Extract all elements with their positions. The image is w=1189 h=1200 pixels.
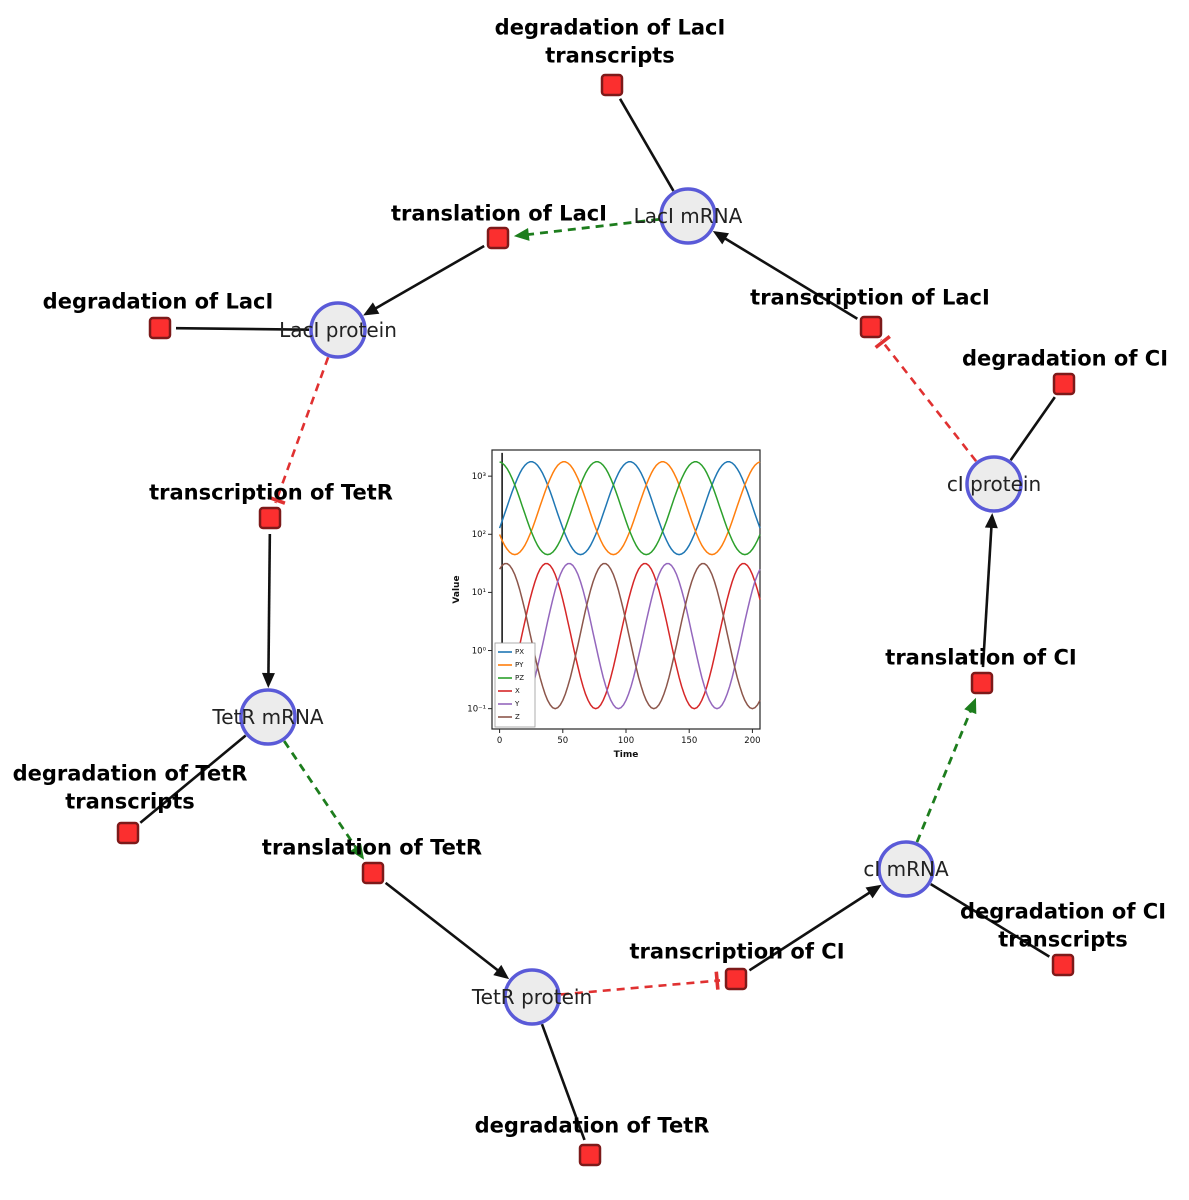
edge-transl_lacI-to-lacI_protein-production xyxy=(372,244,485,312)
edge-lacI_mRNA-to-deg_lacI_tx-consumption xyxy=(618,98,675,192)
species-label-lacI_protein: LacI protein xyxy=(279,318,397,342)
reaction-label-deg_tetR_tx-line1: degradation of TetR xyxy=(13,761,248,785)
inhibition-bar-txn_lacI xyxy=(874,334,891,349)
edge-cI_mRNA-to-deg_cI_tx-consumption xyxy=(930,883,1051,958)
species-node-lacI_mRNA[interactable] xyxy=(659,187,717,245)
species-label-cI_mRNA: cI mRNA xyxy=(863,857,949,881)
edge-tetR_protein-to-txn_cI-inhibition xyxy=(560,979,721,996)
legend-label-X: X xyxy=(515,687,520,695)
reaction-label-deg_lacI_tx-line2: transcripts xyxy=(545,43,675,67)
reaction-label-deg_tetR-line1: degradation of TetR xyxy=(475,1113,710,1137)
x-tick-label: 50 xyxy=(557,736,568,746)
species-label-tetR_mRNA: TetR mRNA xyxy=(211,705,324,729)
legend-label-PZ: PZ xyxy=(515,674,524,682)
series-PX xyxy=(498,461,761,556)
arrowhead-cI_protein xyxy=(984,512,998,529)
reaction-node-txn_cI[interactable] xyxy=(724,967,748,991)
arrowhead-transl_cI xyxy=(964,697,977,715)
legend-box xyxy=(494,642,536,728)
reaction-label-deg_lacI-line1: degradation of LacI xyxy=(43,289,274,313)
arrowhead-lacI_mRNA xyxy=(712,231,729,245)
reaction-label-deg_cI_tx-line2: transcripts xyxy=(998,927,1128,951)
edge-cI_protein-to-txn_lacI-inhibition xyxy=(879,338,978,462)
species-node-cI_protein[interactable] xyxy=(965,455,1023,513)
edge-tetR_mRNA-to-transl_tetR-catalysis xyxy=(283,740,360,852)
species-node-lacI_protein[interactable] xyxy=(309,301,367,359)
edge-tetR_protein-to-deg_tetR-consumption xyxy=(540,1023,586,1141)
series-Z xyxy=(498,562,761,710)
reaction-node-deg_tetR_tx[interactable] xyxy=(116,821,140,845)
edge-lacI_protein-to-txn_tetR-inhibition xyxy=(274,356,330,504)
legend-label-Y: Y xyxy=(514,700,520,708)
reaction-label-transl_cI-line1: translation of CI xyxy=(885,645,1076,669)
y-tick-label: 10² xyxy=(472,530,486,540)
series-Y xyxy=(498,562,761,710)
reaction-node-deg_tetR[interactable] xyxy=(578,1143,602,1167)
edge-cI_mRNA-to-transl_cI-catalysis xyxy=(915,707,974,843)
inhibition-bar-txn_tetR xyxy=(267,495,286,505)
reaction-label-txn_lacI-line1: transcription of LacI xyxy=(750,285,990,309)
species-node-cI_mRNA[interactable] xyxy=(877,840,935,898)
reaction-node-txn_tetR[interactable] xyxy=(258,506,282,530)
reaction-node-deg_cI[interactable] xyxy=(1052,372,1076,396)
y-tick-label: 10¹ xyxy=(472,588,486,598)
edge-cI_protein-to-deg_cI-consumption xyxy=(1009,396,1056,461)
series-X xyxy=(499,562,761,710)
x-tick-label: 0 xyxy=(497,736,502,746)
x-axis-label: Time xyxy=(614,750,639,760)
edge-lacI_protein-to-deg_lacI-consumption xyxy=(175,326,310,331)
edge-lacI_mRNA-to-transl_lacI-catalysis xyxy=(524,217,660,237)
reaction-node-deg_lacI_tx[interactable] xyxy=(600,73,624,97)
edge-txn_lacI-to-lacI_mRNA-production xyxy=(721,235,858,320)
legend-label-PY: PY xyxy=(515,661,524,669)
reaction-label-transl_tetR-line1: translation of TetR xyxy=(262,835,482,859)
reaction-node-transl_cI[interactable] xyxy=(970,671,994,695)
arrowhead-transl_lacI xyxy=(513,227,530,241)
y-tick-label: 10⁻¹ xyxy=(467,704,486,714)
species-label-cI_protein: cI protein xyxy=(947,472,1041,496)
species-label-tetR_protein: TetR protein xyxy=(471,985,592,1009)
edge-txn_cI-to-cI_mRNA-production xyxy=(748,889,874,972)
species-node-tetR_mRNA[interactable] xyxy=(239,688,297,746)
reaction-node-transl_tetR[interactable] xyxy=(361,861,385,885)
x-tick-label: 150 xyxy=(681,736,697,746)
x-tick-label: 100 xyxy=(618,736,634,746)
arrowhead-transl_tetR xyxy=(350,843,365,860)
series-PZ xyxy=(499,461,761,556)
reaction-label-deg_lacI_tx-line1: degradation of LacI xyxy=(495,15,726,39)
arrowhead-lacI_protein xyxy=(363,302,380,316)
y-tick-label: 10⁰ xyxy=(472,646,487,656)
reaction-label-transl_lacI-line1: translation of LacI xyxy=(391,201,607,225)
arrowhead-tetR_protein xyxy=(493,964,510,980)
species-label-lacI_mRNA: LacI mRNA xyxy=(634,204,743,228)
legend-label-PX: PX xyxy=(515,648,524,656)
species-node-tetR_protein[interactable] xyxy=(503,968,561,1026)
reaction-label-txn_tetR-line1: transcription of TetR xyxy=(149,480,393,504)
edge-transl_cI-to-cI_protein-production xyxy=(981,523,993,668)
x-tick-label: 200 xyxy=(744,736,760,746)
reaction-label-txn_cI-line1: transcription of CI xyxy=(629,939,844,963)
reaction-label-deg_tetR_tx-line2: transcripts xyxy=(65,789,195,813)
arrowhead-cI_mRNA xyxy=(865,884,882,899)
y-axis-label: Value xyxy=(452,575,462,603)
edge-tetR_mRNA-to-deg_tetR_tx-consumption xyxy=(139,734,247,824)
reaction-node-transl_lacI[interactable] xyxy=(486,226,510,250)
arrowhead-tetR_mRNA xyxy=(261,672,275,689)
reaction-node-deg_lacI[interactable] xyxy=(148,316,172,340)
edge-transl_tetR-to-tetR_protein-production xyxy=(384,881,502,974)
legend-label-Z: Z xyxy=(515,713,520,721)
edge-txn_tetR-to-tetR_mRNA-production xyxy=(267,533,272,678)
reaction-label-deg_cI_tx-line1: degradation of CI xyxy=(960,899,1166,923)
reaction-node-deg_cI_tx[interactable] xyxy=(1051,953,1075,977)
y-tick-label: 10³ xyxy=(472,472,486,482)
inhibition-bar-txn_cI xyxy=(714,971,720,990)
reaction-node-txn_lacI[interactable] xyxy=(859,315,883,339)
reaction-label-deg_cI-line1: degradation of CI xyxy=(962,346,1168,370)
